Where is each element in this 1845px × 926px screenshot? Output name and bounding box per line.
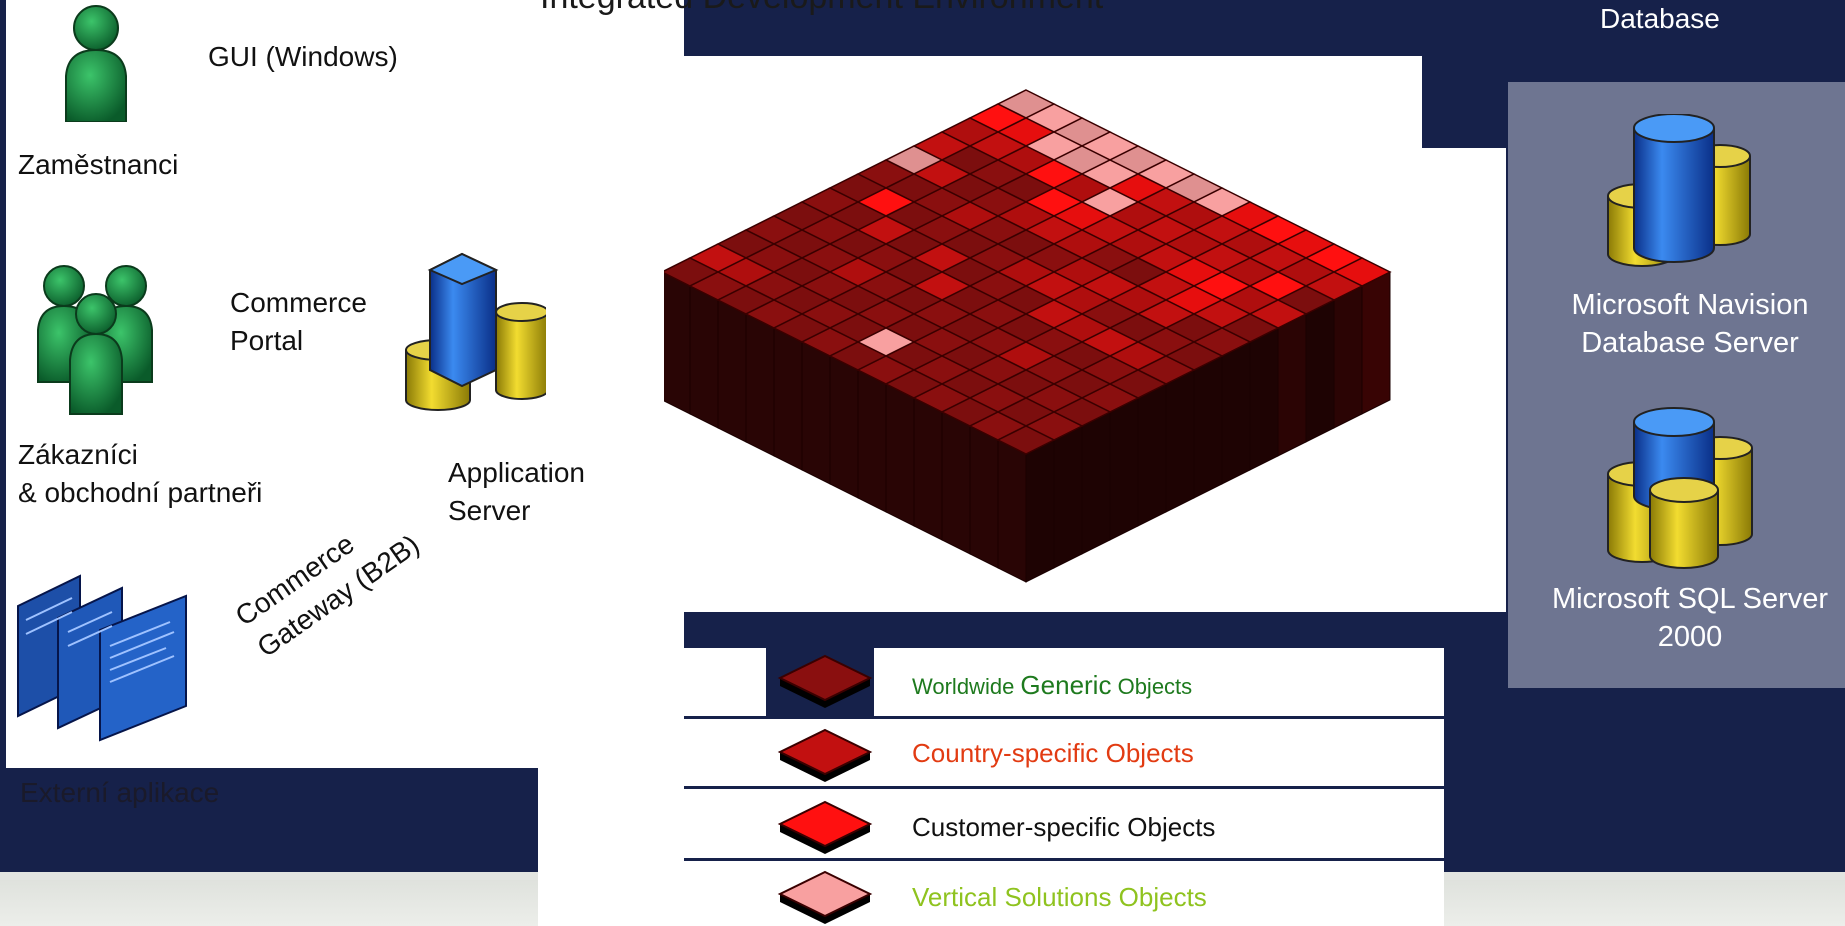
grid-side-cell [1221,341,1251,485]
grid-side-cell [997,439,1027,583]
grid-side-cell [1053,425,1083,569]
grid-top [664,89,1392,455]
sql-server-db-icon [1607,407,1753,569]
objects-grid [664,89,1392,583]
generic-swatch-icon [777,654,873,708]
grid-side-cell [885,383,915,527]
grid-side-cell [1193,355,1223,499]
grid-sides [664,271,1391,583]
application-server-icon [405,252,546,411]
legend-divider [684,716,1444,719]
grid-side-cell [1277,313,1307,457]
single-user-icon [65,5,127,122]
commerce-portal-label: Commerce Portal [230,287,367,356]
country-swatch-icon [777,728,873,782]
grid-side-cell [1081,411,1111,555]
grid-side-cell [969,425,999,569]
grid-side-cell [941,411,971,555]
navision-db-icon [1607,114,1751,267]
application-server-label: Application Server [448,457,585,526]
grid-side-cell [689,285,719,429]
legend-country: Country-specific Objects [912,738,1194,768]
grid-side-cell [913,397,943,541]
grid-side-cell [1137,383,1167,527]
legend-panel-left [538,768,684,926]
grid-side-cell [1333,285,1363,429]
grid-side-cell [1249,327,1279,471]
grid-side-cell [857,369,887,513]
database-title: Database [1600,3,1720,34]
grid-side-cell [1109,397,1139,541]
customers-label: Zákazníci & obchodní partneři [18,439,263,508]
legend-divider [684,786,1444,789]
vertical-swatch-icon [777,870,873,924]
grid-side-cell [745,313,775,457]
grid-side-cell [829,355,859,499]
grid-side-cell [1305,299,1335,443]
gui-label: GUI (Windows) [208,41,398,72]
legend-generic-part: Worldwide [912,674,1021,699]
legend-generic-part: Generic [1020,670,1112,700]
navision-db-label: Microsoft Navision Database Server [1571,289,1809,359]
legend-vertical: Vertical Solutions Objects [912,882,1207,912]
grid-side-cell [717,299,747,443]
grid-side-cell [773,327,803,471]
grid-side-cell [1361,271,1391,415]
external-app-icon [17,574,187,742]
legend-generic-part: Objects [1111,674,1193,699]
grid-side-cell [801,341,831,485]
legend-customer: Customer-specific Objects [912,812,1216,842]
ide-title: Integrated Development Environment [540,0,1103,16]
grid-cell [996,425,1056,455]
legend-generic: Worldwide Generic Objects [912,670,1192,701]
ide-panel-extension [1422,148,1506,612]
legend-divider [684,858,1444,861]
user-group-icon [37,265,153,415]
grid-side-cell [664,272,691,415]
grid-side-cell [1025,439,1055,583]
employees-label: Zaměstnanci [18,149,179,180]
customer-swatch-icon [777,800,873,854]
external-apps-label: Externí aplikace [20,777,220,808]
sql-server-db-label: Microsoft SQL Server 2000 [1551,583,1829,653]
grid-side-cell [1165,369,1195,513]
